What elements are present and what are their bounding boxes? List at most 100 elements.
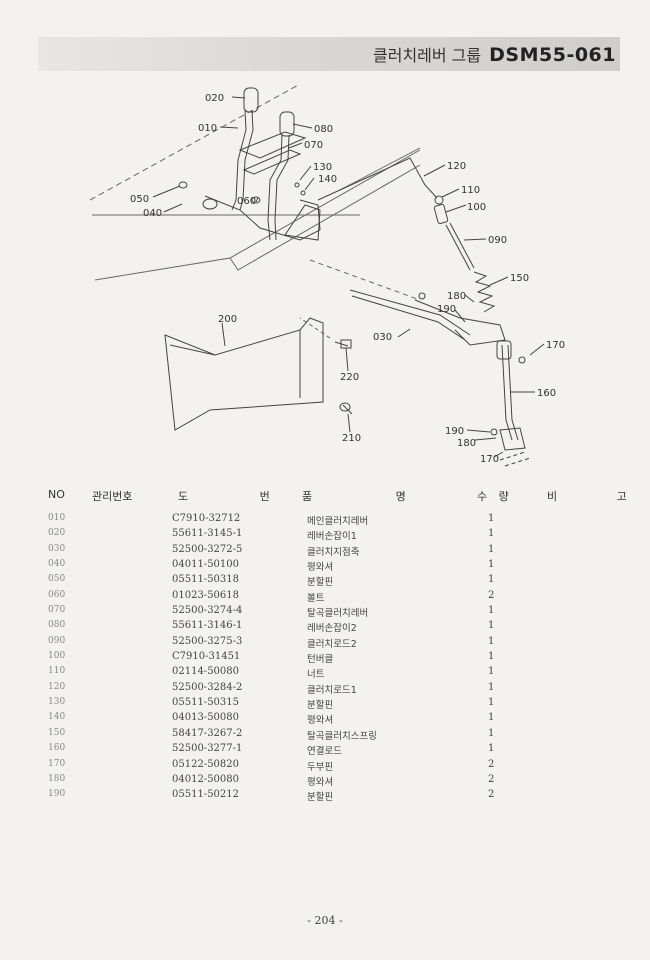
cell-part-number: 05122-50820	[172, 758, 240, 770]
cell-no: 040	[48, 559, 66, 570]
cell-no: 060	[48, 589, 66, 600]
label-180-lower: 180	[457, 438, 476, 449]
cell-no: 020	[48, 528, 66, 539]
cell-quantity: 1	[488, 681, 495, 693]
cell-part-number: 58417-3267-2	[172, 727, 243, 739]
col-header-qty: 수 량	[477, 490, 513, 503]
cell-quantity: 1	[488, 543, 495, 555]
label-040: 040	[143, 208, 162, 219]
cell-no: 120	[48, 681, 66, 692]
table-row: 160 52500-3277-1 연결로드 1	[0, 743, 650, 758]
cell-no: 170	[48, 758, 66, 769]
cell-quantity: 1	[488, 513, 495, 524]
cell-quantity: 1	[488, 651, 495, 663]
header-band	[38, 37, 620, 71]
label-120: 120	[447, 161, 466, 172]
cell-part-number: 05511-50315	[172, 697, 240, 709]
cell-no: 010	[48, 513, 66, 523]
label-210: 210	[342, 433, 361, 444]
cell-part-name: 탈곡클러치레버	[307, 608, 369, 620]
cell-part-name: 탈곡클러치스프링	[307, 730, 377, 742]
cell-part-number: 55611-3146-1	[172, 620, 243, 632]
cell-part-number: 02114-50080	[172, 666, 240, 678]
cell-part-name: 연결로드	[307, 746, 342, 758]
label-110: 110	[461, 185, 480, 196]
cell-no: 030	[48, 543, 66, 554]
cell-no: 090	[48, 635, 66, 646]
cell-no: 130	[48, 697, 66, 708]
cell-quantity: 1	[488, 666, 495, 678]
label-080: 080	[314, 124, 333, 135]
cell-part-name: 클러치로드1	[307, 684, 357, 696]
cell-no: 100	[48, 651, 66, 662]
page-number: - 204 -	[307, 914, 343, 927]
cell-part-number: 52500-3275-3	[172, 635, 243, 647]
cell-part-number: 01023-50618	[172, 589, 240, 601]
cell-part-name: 평와셔	[307, 776, 334, 788]
label-070: 070	[304, 140, 323, 151]
label-050: 050	[130, 194, 149, 205]
cell-quantity: 1	[488, 574, 495, 586]
cell-quantity: 2	[488, 589, 495, 601]
cell-part-number: 52500-3284-2	[172, 681, 243, 693]
label-190-upper: 190	[437, 304, 456, 315]
cell-part-number: 52500-3274-4	[172, 605, 243, 617]
cell-part-name: 레버손잡이2	[307, 623, 357, 635]
cell-part-number: 04013-50080	[172, 712, 240, 724]
label-200: 200	[218, 314, 237, 325]
cell-quantity: 1	[488, 743, 495, 755]
cell-part-name: 분할핀	[307, 700, 334, 712]
table-row: 140 04013-50080 평와셔 1	[0, 712, 650, 727]
cell-part-number: 52500-3277-1	[172, 743, 243, 755]
label-190-lower: 190	[445, 426, 464, 437]
cell-quantity: 1	[488, 605, 495, 617]
cell-part-number: 05511-50212	[172, 789, 240, 801]
cell-part-number: 52500-3272-5	[172, 543, 243, 555]
label-060: 060	[237, 196, 256, 207]
cell-quantity: 2	[488, 789, 495, 801]
cell-part-name: 평와셔	[307, 562, 334, 574]
table-row: 090 52500-3275-3 클러치로드2 1	[0, 636, 650, 651]
cell-part-name: 클러치지점축	[307, 546, 360, 558]
cell-part-name: 분할핀	[307, 577, 334, 589]
group-name: 클러치레버 그룹	[373, 46, 482, 65]
cell-quantity: 1	[488, 712, 495, 724]
cell-quantity: 1	[488, 528, 495, 540]
label-100: 100	[467, 202, 486, 213]
cell-part-number: 55611-3145-1	[172, 528, 243, 540]
parts-diagram: 020 010 080 070 130 140 120 110 100 050 …	[89, 83, 565, 467]
label-170-lower: 170	[480, 454, 499, 465]
table-row: 030 52500-3272-5 클러치지점축 1	[0, 544, 650, 559]
cell-part-name: 클러치로드2	[307, 638, 357, 650]
cell-quantity: 2	[488, 758, 495, 770]
cell-part-number: C7910-31451	[172, 651, 241, 663]
label-150: 150	[510, 273, 529, 284]
label-010: 010	[198, 123, 217, 134]
label-170-upper: 170	[546, 340, 565, 351]
cell-no: 160	[48, 743, 66, 754]
label-130: 130	[313, 162, 332, 173]
page-header: 클러치레버 그룹 DSM55-061	[373, 42, 616, 68]
cell-quantity: 1	[488, 559, 495, 571]
cell-no: 180	[48, 773, 66, 784]
cell-part-name: 평와셔	[307, 715, 334, 727]
cell-quantity: 1	[488, 697, 495, 709]
cell-no: 150	[48, 727, 66, 738]
col-header-mgmt: 관리번호	[92, 490, 133, 503]
cell-no: 140	[48, 712, 66, 723]
cell-quantity: 1	[488, 620, 495, 632]
col-header-name: 품 명	[302, 490, 446, 503]
col-header-no: NO	[48, 488, 65, 501]
cell-no: 050	[48, 574, 66, 585]
cell-quantity: 1	[488, 635, 495, 647]
cell-part-number: 04011-50100	[172, 559, 240, 571]
